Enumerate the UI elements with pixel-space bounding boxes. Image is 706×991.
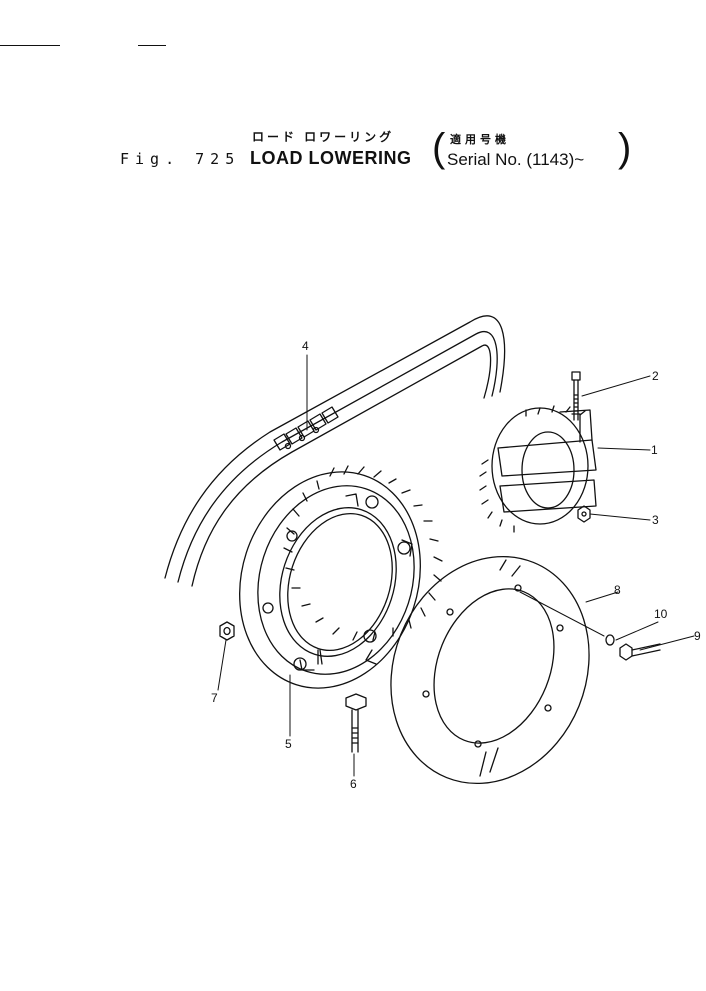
callout-1: 1 bbox=[651, 443, 658, 457]
callout-labels: 4 2 1 3 8 10 9 7 5 6 bbox=[211, 339, 701, 791]
washer-10 bbox=[605, 634, 615, 646]
callout-7: 7 bbox=[211, 691, 218, 705]
right-paren: ) bbox=[618, 126, 632, 170]
serial-range: Serial No. (1143)~ bbox=[447, 150, 585, 169]
bolt-6 bbox=[345, 693, 367, 753]
nut-7 bbox=[219, 621, 235, 641]
jp-figure-title: ロード ロワーリング bbox=[252, 130, 395, 144]
bolt-2 bbox=[571, 371, 581, 421]
callout-6: 6 bbox=[350, 777, 357, 791]
callout-10: 10 bbox=[654, 607, 668, 621]
cover-plate bbox=[390, 555, 590, 785]
figure-number: Fig. 725 bbox=[120, 150, 241, 168]
figure-title: LOAD LOWERING bbox=[250, 148, 412, 168]
left-paren: ( bbox=[432, 126, 446, 170]
callout-8: 8 bbox=[614, 583, 621, 597]
leader-lines bbox=[217, 354, 695, 777]
callout-9: 9 bbox=[694, 629, 701, 643]
nut-3 bbox=[577, 505, 591, 523]
split-hub bbox=[479, 405, 597, 533]
rope-clamps bbox=[273, 406, 339, 451]
gear-ring bbox=[239, 465, 443, 689]
wire-rope bbox=[164, 315, 506, 587]
callout-5: 5 bbox=[285, 737, 292, 751]
figure-header: ロード ロワーリング 適用号機 Fig. 725 LOAD LOWERING (… bbox=[0, 0, 706, 190]
bolt-9 bbox=[619, 643, 661, 661]
top-left-rule-short bbox=[138, 45, 166, 46]
jp-serial-label: 適用号機 bbox=[450, 133, 510, 146]
callout-4: 4 bbox=[302, 339, 309, 353]
top-left-rule bbox=[0, 45, 60, 46]
callout-3: 3 bbox=[652, 513, 659, 527]
callout-2: 2 bbox=[652, 369, 659, 383]
